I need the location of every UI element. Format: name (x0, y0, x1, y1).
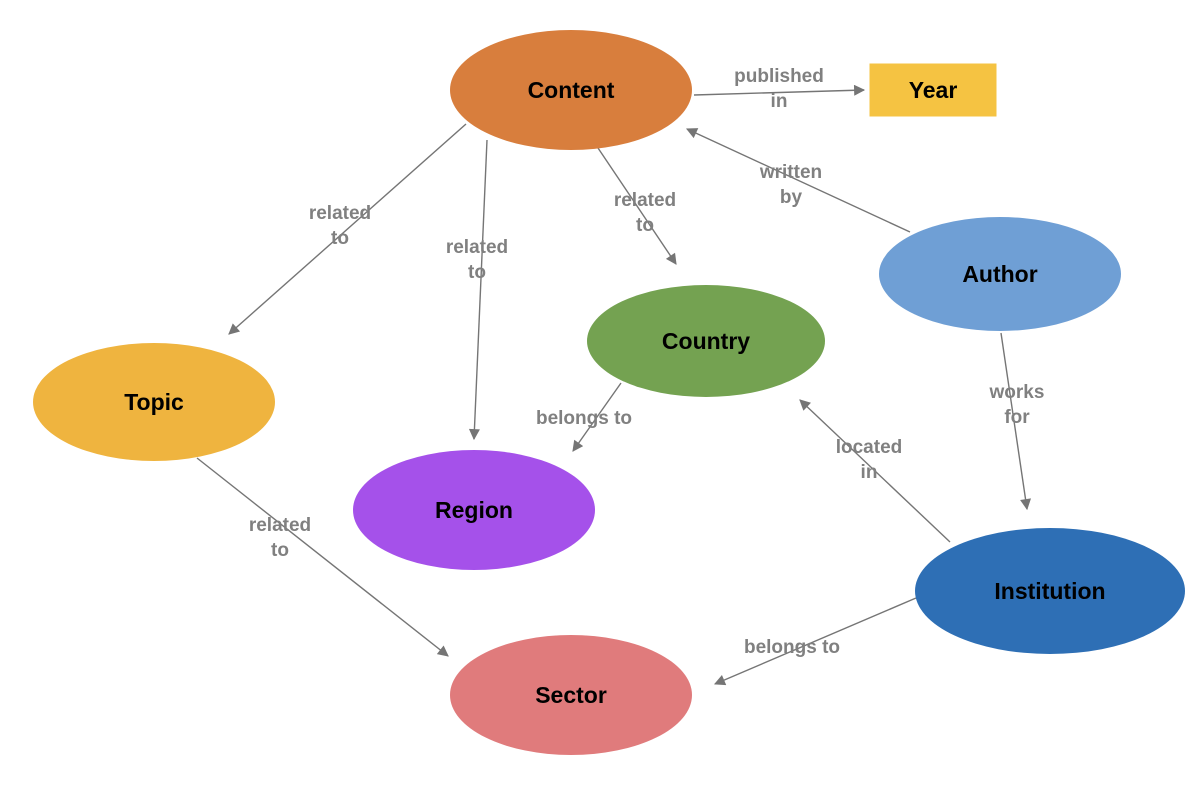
edge-topic-to-sector (196, 457, 449, 657)
node-sector (450, 635, 692, 755)
node-label-institution: Institution (994, 578, 1105, 604)
node-label-content: Content (528, 77, 615, 103)
edge-author-to-institution (1000, 332, 1031, 511)
edge-content-to-year (693, 84, 866, 96)
edge-country-to-region (572, 382, 622, 452)
edge-institution-to-sector (713, 597, 917, 686)
node-institution (915, 528, 1185, 654)
node-content (450, 30, 692, 150)
node-year (869, 63, 997, 117)
node-label-year: Year (909, 77, 958, 103)
edge-content-to-region (468, 139, 488, 441)
node-country (587, 285, 825, 397)
node-topic (33, 343, 275, 461)
edge-content-to-topic (228, 123, 467, 335)
node-label-region: Region (435, 497, 513, 523)
node-label-country: Country (662, 328, 750, 354)
node-author (879, 217, 1121, 331)
node-label-topic: Topic (124, 389, 184, 415)
node-label-author: Author (962, 261, 1037, 287)
node-label-sector: Sector (535, 682, 607, 708)
edge-label-country-to-region: belongs to (536, 408, 632, 429)
edge-author-to-content (686, 128, 911, 233)
node-region (353, 450, 595, 570)
edge-label-institution-to-sector: belongs to (744, 637, 840, 658)
edge-institution-to-country (799, 399, 951, 543)
edge-content-to-country (597, 147, 677, 265)
